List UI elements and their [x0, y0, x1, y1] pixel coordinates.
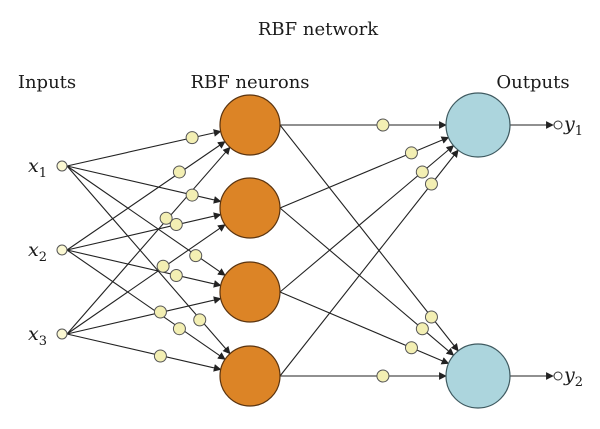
- weight-node: [376, 118, 390, 132]
- input-var: x: [28, 239, 39, 261]
- diagram-title: RBF network: [258, 19, 379, 40]
- rbf-neuron-3: [219, 261, 281, 323]
- input-node-1: [56, 160, 68, 172]
- edge-input-3-rbf-3: [66, 296, 222, 335]
- weight-node: [415, 322, 429, 336]
- input-node-2: [56, 244, 68, 256]
- outputs-header: Outputs: [496, 72, 569, 93]
- node-layer: [56, 92, 563, 409]
- weight-node: [172, 322, 186, 336]
- weight-node: [159, 211, 173, 225]
- output-neuron-2: [445, 343, 511, 409]
- weight-node: [404, 146, 418, 160]
- edge-input-2-rbf-1: [66, 141, 226, 251]
- weight-node: [156, 259, 170, 273]
- input-subscript: 2: [39, 250, 47, 265]
- edge-input-3-rbf-2: [66, 224, 226, 335]
- output-terminal: [553, 371, 563, 381]
- edge-input-2-rbf-4: [66, 249, 226, 360]
- output-label-2: y2: [563, 364, 583, 390]
- rbf-neuron-4: [219, 345, 281, 407]
- output-var: y: [563, 364, 575, 386]
- rbf-neuron-2: [219, 177, 281, 239]
- edge-input-3-rbf-1: [66, 146, 231, 335]
- weight-node: [153, 349, 167, 363]
- input-label-3: x3: [28, 323, 47, 349]
- rbf-neurons-header: RBF neurons: [190, 72, 309, 93]
- input-var: x: [28, 155, 39, 177]
- input-label-2: x2: [28, 239, 47, 265]
- edge-rbf-2-output-1: [279, 136, 450, 209]
- weight-node: [376, 369, 390, 383]
- output-var: y: [563, 113, 575, 135]
- weight-node: [424, 310, 438, 324]
- weight-node: [424, 177, 438, 191]
- output-label-1: y1: [563, 113, 583, 139]
- weight-node: [415, 165, 429, 179]
- edge-rbf-3-output-2: [279, 291, 450, 365]
- connection-layer: [66, 121, 554, 380]
- input-var: x: [28, 323, 39, 345]
- edge-rbf-2-output-2: [279, 207, 455, 356]
- input-node-3: [56, 328, 68, 340]
- input-subscript: 1: [39, 166, 47, 181]
- weight-node: [169, 217, 183, 231]
- weight-node: [404, 341, 418, 355]
- weight-node: [169, 269, 183, 283]
- edge-input-2-rbf-2: [66, 212, 222, 251]
- weight-node: [189, 249, 203, 263]
- output-subscript: 2: [575, 375, 583, 390]
- edge-input-2-rbf-3: [66, 249, 222, 288]
- edge-input-3-rbf-4: [66, 333, 222, 372]
- weight-node: [193, 313, 207, 327]
- weight-node: [185, 131, 199, 145]
- edge-input-1-rbf-3: [66, 165, 226, 276]
- weight-node: [185, 188, 199, 202]
- output-subscript: 1: [575, 124, 583, 139]
- edge-rbf-3-output-1: [279, 145, 455, 293]
- input-subscript: 3: [39, 334, 47, 349]
- output-terminal: [553, 120, 563, 130]
- weight-node: [172, 165, 186, 179]
- rbf-neuron-1: [219, 94, 281, 156]
- weight-node: [153, 305, 167, 319]
- input-label-1: x1: [28, 155, 47, 181]
- inputs-header: Inputs: [18, 72, 76, 93]
- output-neuron-1: [445, 92, 511, 158]
